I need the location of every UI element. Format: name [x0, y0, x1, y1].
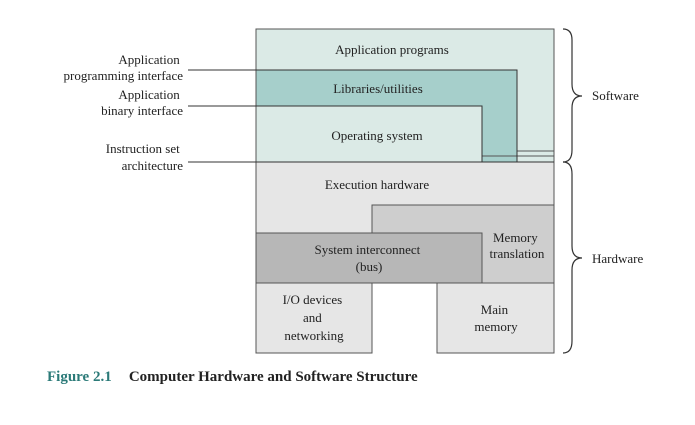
- system-interconnect-label: System interconnect (bus): [314, 242, 423, 274]
- execution-hardware-label: Execution hardware: [325, 177, 430, 192]
- main-memory-label: Main memory: [474, 302, 518, 334]
- software-brace-label: Software: [592, 88, 639, 103]
- memory-translation-label: Memory translation: [490, 230, 545, 261]
- api-pointer-line: [188, 69, 518, 162]
- system-interconnect-box: [255, 232, 483, 284]
- abi-label: Application binary interface: [101, 87, 183, 118]
- hardware-brace: [562, 161, 583, 354]
- operating-system-label: Operating system: [331, 128, 422, 143]
- libraries-label: Libraries/utilities: [333, 81, 423, 96]
- app-programs-label: Application programs: [335, 42, 449, 57]
- io-devices-box: [255, 282, 373, 354]
- abi-pointer-line: [188, 105, 483, 162]
- figure-caption: Figure 2.1 Computer Hardware and Softwar…: [47, 366, 418, 385]
- io-devices-label: I/O devices and networking: [283, 292, 346, 343]
- software-brace: [562, 28, 583, 163]
- api-label: Application programming interface: [64, 52, 184, 83]
- isa-label: Instruction set architecture: [106, 141, 183, 173]
- figure-title: Computer Hardware and Software Structure: [129, 369, 418, 385]
- figure-number: Figure 2.1: [47, 369, 112, 385]
- hardware-brace-label: Hardware: [592, 251, 643, 266]
- main-memory-box: [436, 282, 555, 354]
